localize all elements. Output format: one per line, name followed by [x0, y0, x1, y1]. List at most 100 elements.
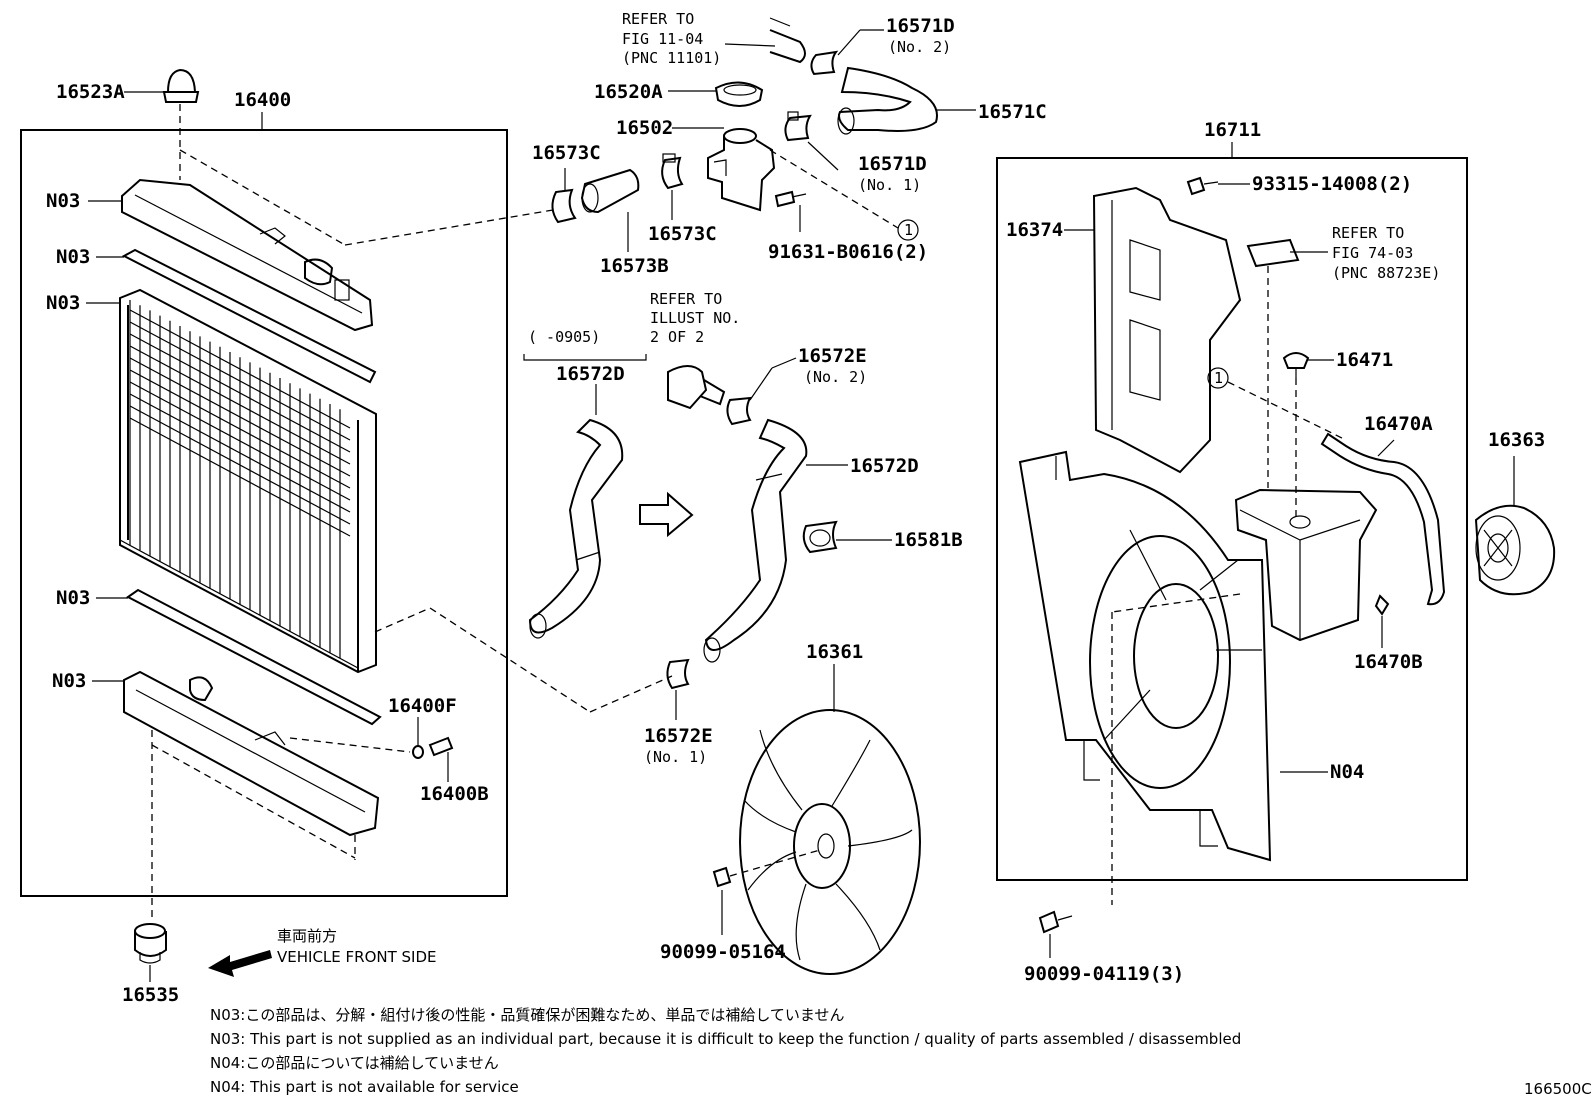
- note-line-2: N03: This part is not supplied as an ind…: [210, 1030, 1241, 1048]
- radiator-hose-16572D: [703, 418, 808, 663]
- clip-16581B: [802, 520, 838, 554]
- note-line-1: N03:この部品は、分解・組付け後の性能・品質確保が困難なため、単品では補給して…: [210, 1006, 844, 1024]
- label-16573B: 16573B: [600, 255, 669, 277]
- label-16572E-no2-sub: (No. 2): [804, 368, 867, 386]
- label-16571D-no2-sub: (No. 2): [888, 38, 951, 56]
- radiator-hose-16573B: [580, 168, 640, 214]
- gasket-lower: [126, 588, 382, 726]
- hose-clamp-16572E-no1: [666, 658, 690, 690]
- label-n03-c: N03: [46, 292, 80, 314]
- water-outlet: [667, 365, 726, 410]
- label-16363: 16363: [1488, 429, 1545, 451]
- label-16571D-no2: 16571D: [886, 15, 955, 37]
- label-16470B: 16470B: [1354, 651, 1423, 673]
- label-16471: 16471: [1336, 349, 1393, 371]
- hose-clamp-16571D-no2: [810, 50, 839, 76]
- radiator-cap-16523A: [162, 68, 200, 103]
- label-91631: 91631-B0616(2): [768, 241, 928, 263]
- label-16572E-no1: 16572E: [644, 725, 713, 747]
- label-n03-b: N03: [56, 246, 90, 268]
- refer-fig74-line2: FIG 74-03: [1332, 244, 1413, 262]
- bolt-91631: [774, 190, 807, 208]
- lower-tank: [123, 670, 380, 837]
- label-16361: 16361: [806, 641, 863, 663]
- label-16572E-no1-sub: (No. 1): [644, 748, 707, 766]
- label-16571D-no1: 16571D: [858, 153, 927, 175]
- gasket-upper: [121, 248, 377, 384]
- cooling-fan-16361: [739, 709, 921, 975]
- label-93315: 93315-14008(2): [1252, 173, 1412, 195]
- label-n03-e: N03: [52, 670, 86, 692]
- hose-16470A: [1320, 432, 1446, 606]
- filler-neck-16502: [707, 128, 776, 212]
- refer-fig11-line1: REFER TO: [622, 10, 694, 28]
- refer-fig74-line1: REFER TO: [1332, 224, 1404, 242]
- bolt-90099-04119: [1038, 910, 1073, 934]
- label-16374: 16374: [1006, 219, 1063, 241]
- label-16573C-b: 16573C: [648, 223, 717, 245]
- filler-cap-16520A: [714, 81, 764, 107]
- label-16502: 16502: [616, 117, 673, 139]
- label-16470A: 16470A: [1364, 413, 1433, 435]
- vehicle-front-en: VEHICLE FRONT SIDE: [277, 948, 437, 966]
- label-16581B: 16581B: [894, 529, 963, 551]
- hose-clamp-16572E-no2: [726, 396, 752, 426]
- label-n03-a: N03: [46, 190, 80, 212]
- label-n03-d: N03: [56, 587, 90, 609]
- label-16572D-range: ( -0905): [528, 328, 600, 346]
- label-16572D-a: 16572D: [556, 363, 625, 385]
- label-16573C-a: 16573C: [532, 142, 601, 164]
- radiator-assembly-box: [20, 129, 508, 897]
- radiator-hose-16572D-old: [528, 418, 624, 639]
- refer-fig11-line3: (PNC 11101): [622, 49, 721, 67]
- refer-illust-line1: REFER TO: [650, 290, 722, 308]
- label-90099-05164: 90099-05164: [660, 941, 786, 963]
- callout-1b-text: 1: [1214, 369, 1223, 387]
- label-16523A: 16523A: [56, 81, 125, 103]
- label-16571C: 16571C: [978, 101, 1047, 123]
- label-16400B: 16400B: [420, 783, 489, 805]
- refer-fig11-line2: FIG 11-04: [622, 30, 703, 48]
- refer-illust-line3: 2 OF 2: [650, 328, 704, 346]
- label-16400F: 16400F: [388, 695, 457, 717]
- hose-stub: [769, 17, 806, 64]
- reservoir-tank: [1234, 488, 1378, 642]
- nut-90099-05164: [712, 866, 732, 888]
- vehicle-front-arrow-icon: [208, 950, 272, 977]
- vehicle-front-jp: 車両前方: [277, 927, 337, 945]
- callout-circle-1b: [1207, 367, 1229, 389]
- label-16400: 16400: [234, 89, 291, 111]
- hose-clamp-16573C-a: [551, 188, 577, 224]
- label-16711: 16711: [1204, 119, 1261, 141]
- callout-1a-text: 1: [904, 221, 913, 239]
- hose-clamp-16573C-b: [661, 153, 684, 190]
- drain-cock: [412, 736, 454, 759]
- refer-illust-line2: ILLUST NO.: [650, 309, 740, 327]
- label-90099-04119: 90099-04119(3): [1024, 963, 1184, 985]
- bolt-93315: [1186, 176, 1219, 196]
- air-guide-16374: [1092, 186, 1242, 474]
- diagram-id: 166500C: [1524, 1080, 1592, 1098]
- label-16535: 16535: [122, 984, 179, 1006]
- label-16520A: 16520A: [594, 81, 663, 103]
- radiator-core: [119, 288, 377, 674]
- label-16572D-b: 16572D: [850, 455, 919, 477]
- cap-16471: [1282, 352, 1310, 378]
- note-line-3: N04:この部品については補給していません: [210, 1054, 499, 1072]
- label-16571D-no1-sub: (No. 1): [858, 176, 921, 194]
- upper-tank: [121, 178, 374, 332]
- callout-circle-1a: [897, 219, 919, 241]
- radiator-hose-16571C: [837, 66, 938, 135]
- label-n04: N04: [1330, 761, 1364, 783]
- note-line-4: N04: This part is not available for serv…: [210, 1078, 519, 1096]
- hose-clamp-16571D-no1: [784, 111, 812, 142]
- label-16572E-no2: 16572E: [798, 345, 867, 367]
- refer-fig74-line3: (PNC 88723E): [1332, 264, 1440, 282]
- clip-16470B: [1374, 594, 1390, 616]
- fan-shroud-N04: [1018, 450, 1272, 862]
- direction-arrow-icon: [639, 491, 694, 538]
- radiator-mount-16535: [134, 923, 167, 964]
- fan-motor-16363: [1474, 504, 1556, 596]
- label-sticker: [1246, 238, 1300, 268]
